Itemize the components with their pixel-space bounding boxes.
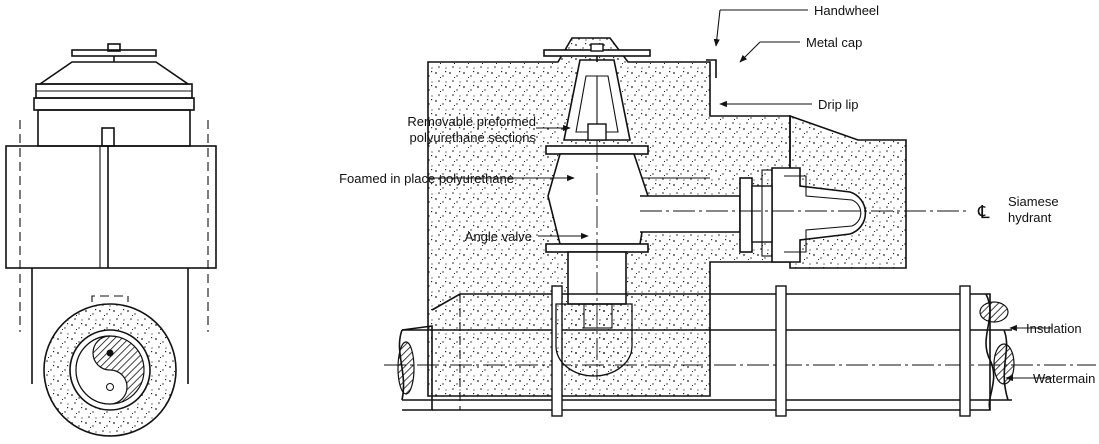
label-removable-line2: polyurethane sections	[410, 130, 537, 145]
diagram-labels: Handwheel Metal cap Drip lip Removable p…	[339, 3, 1095, 386]
section-handwheel	[543, 43, 651, 62]
side-handwheel	[71, 43, 157, 62]
label-angle-valve: Angle valve	[465, 229, 532, 244]
section-view: Handwheel Metal cap Drip lip Removable p…	[339, 3, 1096, 417]
centerline-symbol: ℄	[977, 202, 990, 223]
leader-lines	[520, 9, 1052, 382]
label-watermain: Watermain	[1033, 371, 1095, 386]
label-removable-line1: Removable preformed	[407, 114, 536, 129]
label-foamed: Foamed in place polyurethane	[339, 171, 514, 186]
side-pipe-section	[43, 295, 177, 437]
side-elevation-view	[5, 43, 217, 437]
label-siamese-line1: Siamese	[1008, 194, 1059, 209]
side-metal-cap	[33, 61, 195, 111]
label-metal-cap: Metal cap	[806, 35, 862, 50]
label-handwheel: Handwheel	[814, 3, 879, 18]
side-insulation-body	[5, 109, 217, 384]
siamese-hydrant	[751, 167, 867, 263]
label-drip-lip: Drip lip	[818, 97, 858, 112]
drip-lip	[706, 59, 717, 78]
label-siamese-line2: hydrant	[1008, 210, 1052, 225]
label-insulation: Insulation	[1026, 321, 1082, 336]
watermain-pipe-assembly	[384, 285, 1096, 417]
